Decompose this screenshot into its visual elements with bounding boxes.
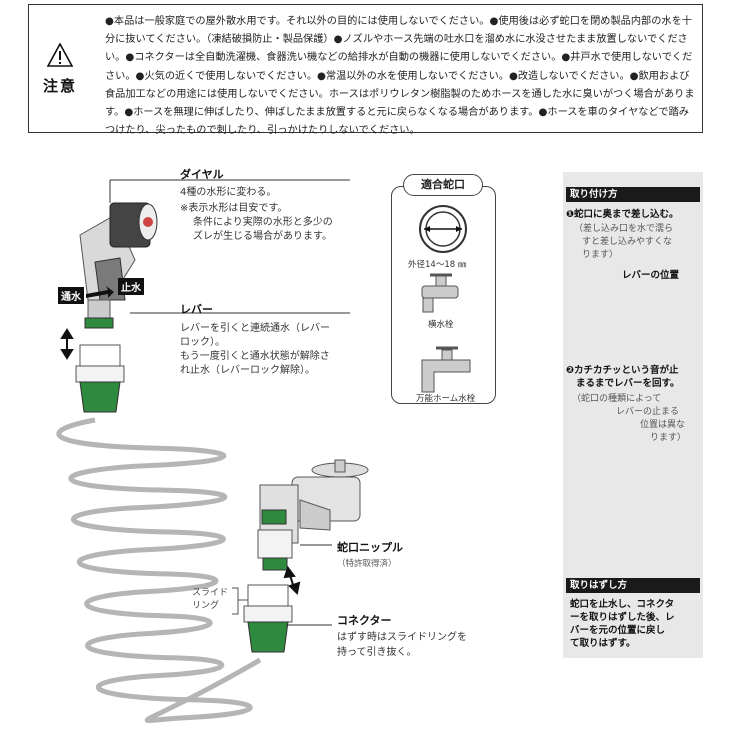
lever-position-label: レバーの位置 (622, 270, 680, 281)
install-step1-note-2: すと差し込みやすくな (582, 237, 673, 247)
nipple-heading: 蛇口ニップル (337, 541, 403, 554)
remove-text-2: ーを取りはずした後、レ (570, 612, 675, 623)
install-step2-b: まるまでレバーを回す。 (576, 378, 680, 389)
universal-faucet-icon (421, 346, 471, 393)
dial-text-2: ※表示水形は目安です。 (180, 203, 288, 214)
double-arrow-icon-2 (283, 565, 301, 596)
faucet-nipple-icon (257, 459, 369, 571)
coiled-hose-icon (56, 417, 262, 723)
double-arrow-icon (60, 328, 74, 360)
spray-gun-icon (79, 202, 158, 329)
install-step2-note-3: 位置は異な (640, 420, 686, 430)
lever-text-4: れ止水（レバーロック解除）。 (180, 365, 315, 376)
lever-text-2: ロック）。 (180, 337, 225, 348)
connector-heading: コネクター (337, 614, 392, 627)
remove-heading: 取りはずし方 (566, 578, 700, 593)
faucet-diameter: 外径14～18 ㎜ (408, 260, 467, 270)
remove-text-1: 蛇口を止水し、コネクタ (570, 599, 675, 610)
flow-label: 通水 (58, 287, 84, 304)
flow-arrow-icon (86, 286, 114, 298)
install-step1: ❶蛇口に奥まで差し込む。 (566, 209, 679, 220)
remove-text-4: て取りはずす。 (570, 638, 636, 649)
install-heading: 取り付け方 (566, 187, 700, 202)
install-panel (563, 172, 703, 658)
compatible-faucet-box (391, 186, 496, 404)
lever-text-3: もう一度引くと通水状態が解除さ (180, 351, 330, 362)
install-step2-note-2: レバーの止まる (616, 407, 680, 417)
faucet-type-side: 横水栓 (428, 320, 454, 330)
dial-text-4: ズレが生じる場合があります。 (193, 231, 332, 242)
side-faucet-icon (421, 273, 459, 313)
slide-ring-label: スライド リング (192, 587, 228, 613)
caution-box: 注意 ●本品は一般家庭での屋外散水用です。それ以外の目的には使用しないでください… (28, 4, 703, 136)
install-step2-note-1: （蛇口の種類によって (572, 394, 662, 404)
remove-text-3: バーを元の位置に戻し (570, 625, 666, 636)
connector-icon (243, 584, 293, 653)
dial-text-3: 条件により実際の水形と多少の (193, 217, 333, 228)
install-step2-a: ❷カチカチッという音が止 (566, 365, 679, 376)
hose-connector-icon (75, 344, 125, 413)
lever-text-1: レバーを引くと連続通水（レバー (180, 323, 330, 334)
caution-text: ●本品は一般家庭での屋外散水用です。それ以外の目的には使用しないでください。●使… (105, 16, 695, 137)
faucet-type-universal: 万能ホーム水栓 (416, 394, 476, 404)
slide-ring-label-1: スライド (192, 588, 229, 598)
stop-label: 止水 (118, 278, 144, 295)
nipple-subtext: （特許取得済） (337, 559, 397, 569)
dial-text-1: 4種の水形に変わる。 (180, 187, 277, 198)
pipe-diameter-icon (419, 205, 467, 253)
install-step1-note-3: ります） (582, 250, 619, 260)
warning-icon (47, 43, 73, 67)
dial-heading: ダイヤル (180, 168, 224, 181)
caution-label: 注意 (43, 77, 78, 95)
install-step1-note-1: （差し込み口を水で濡ら (574, 224, 674, 234)
compatible-faucet-title: 適合蛇口 (403, 174, 483, 196)
connector-text-1: はずす時はスライドリングを (337, 632, 467, 643)
connector-text-2: 持って引き抜く。 (337, 647, 417, 658)
lever-heading: レバー (180, 303, 213, 316)
slide-ring-label-2: リング (192, 601, 220, 611)
install-step2-note-4: ります） (650, 433, 687, 443)
